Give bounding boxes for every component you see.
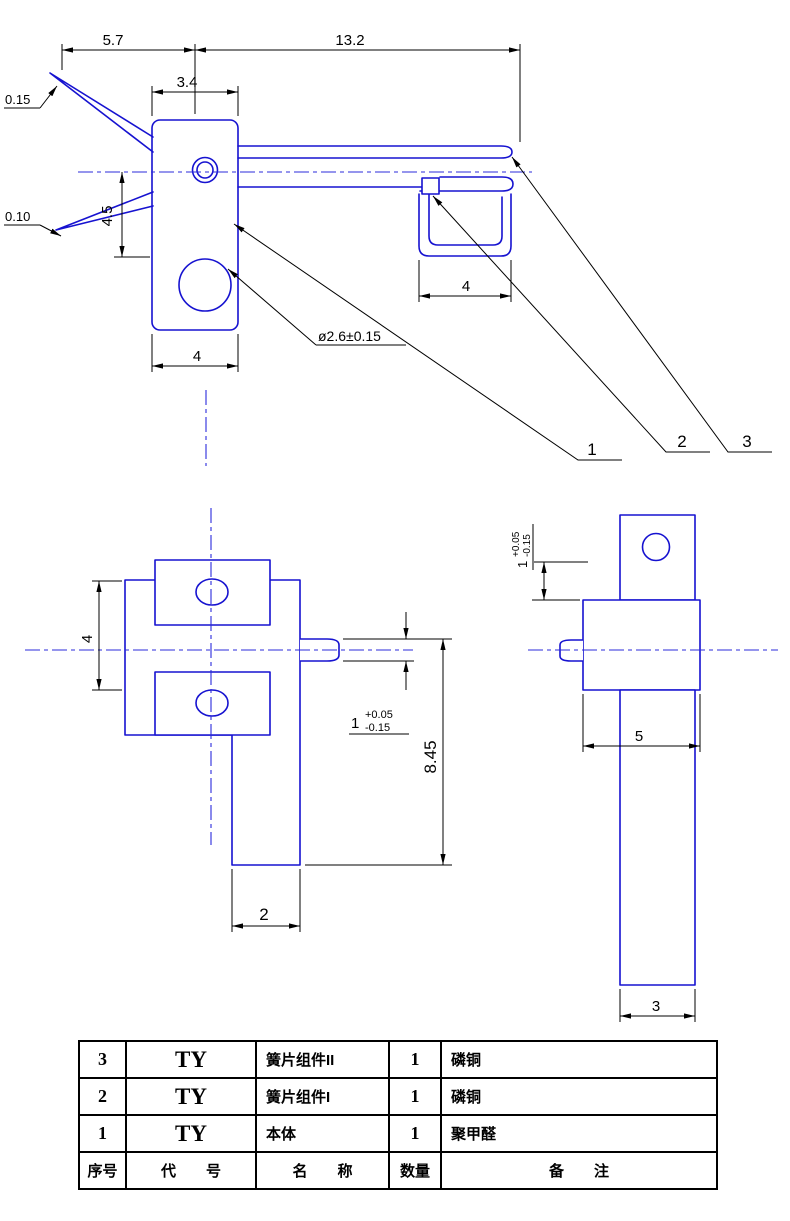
dim-diameter-label: ø2.6±0.15 (318, 328, 381, 344)
header-code: 代 号 (125, 1151, 257, 1190)
tol-plus-label: +0.05 (365, 709, 393, 721)
front-view: 4 8.45 1 +0.05 -0.15 2 (25, 508, 452, 932)
dim-0-10-label: 0.10 (5, 209, 30, 224)
dim-5-7-label: 5.7 (103, 32, 124, 49)
dim-3-4: 3.4 (151, 74, 239, 116)
table-row-1: 1 TY 本体 1 聚甲醛 (78, 1114, 718, 1153)
table-row-2: 2 TY 簧片组件I 1 磷铜 (78, 1077, 718, 1116)
side-middle-block (582, 599, 701, 691)
callout-3-label: 3 (742, 432, 751, 451)
table-header-row: 序号 代 号 名 称 数量 备 注 (78, 1151, 718, 1190)
row-1-remark: 聚甲醛 (440, 1114, 718, 1153)
row-3-qty: 1 (388, 1040, 442, 1079)
side-top-tab (619, 514, 696, 601)
dim-thickness-tolerance: 1 +0.05 -0.15 (343, 612, 414, 735)
front-protrusion (300, 638, 340, 662)
thickness-0-15: 0.15 (4, 85, 58, 109)
header-qty: 数量 (388, 1151, 442, 1190)
dim-diameter: ø2.6±0.15 (227, 268, 406, 346)
side-view: 1 +0.05 -0.15 5 3 (511, 514, 778, 1022)
dim-4-body: 4 (151, 334, 239, 372)
top-view: 5.7 13.2 3.4 0.15 0.10 4.5 (4, 32, 772, 466)
dim-2: 2 (231, 869, 301, 932)
dim-0-15-label: 0.15 (5, 92, 30, 107)
side-tol-minus-label: -0.15 (522, 534, 533, 557)
row-2-name: 簧片组件I (255, 1077, 390, 1116)
row-1-name: 本体 (255, 1114, 390, 1153)
row-3-remark: 磷铜 (440, 1040, 718, 1079)
callout-leader-1 (233, 223, 622, 461)
dim-4-front-label: 4 (79, 635, 96, 643)
dim-1-tolerance-side: 1 +0.05 -0.15 (511, 524, 588, 601)
dim-4-hook: 4 (418, 260, 512, 302)
side-pin-hole (641, 532, 671, 562)
upper-contact-hole (195, 578, 229, 606)
part-callouts: 1 2 3 (233, 156, 772, 461)
row-3-code: TY (125, 1040, 257, 1079)
dim-5-side: 5 (582, 694, 701, 752)
row-1-code: TY (125, 1114, 257, 1153)
upper-contact-strip (237, 145, 513, 159)
tol-base-label: 1 (351, 715, 359, 732)
side-leg (619, 689, 696, 986)
dim-8-45: 8.45 (305, 638, 452, 866)
lower-contact-slot (154, 671, 271, 736)
dim-4-5: 4.5 (99, 172, 150, 258)
dim-5-label: 5 (635, 728, 643, 745)
tol-minus-label: -0.15 (365, 722, 390, 734)
table-row-3: 3 TY 簧片组件II 1 磷铜 (78, 1040, 718, 1079)
side-tol-base-label: 1 (515, 561, 530, 568)
callout-1-label: 1 (587, 440, 596, 459)
callout-leader-2 (432, 195, 710, 453)
pin-hole-outer (191, 156, 219, 184)
row-1-no: 1 (78, 1114, 127, 1153)
lower-contact-hole (195, 689, 229, 717)
dim-13-2: 13.2 (195, 32, 521, 142)
dim-13-2-label: 13.2 (335, 32, 364, 49)
dim-4-front: 4 (79, 580, 122, 691)
side-tol-plus-label: +0.05 (511, 531, 522, 557)
row-2-no: 2 (78, 1077, 127, 1116)
dim-3-side: 3 (619, 989, 696, 1022)
dim-3-4-label: 3.4 (177, 74, 198, 91)
header-no: 序号 (78, 1151, 127, 1190)
upper-contact-slot (154, 559, 271, 626)
callout-leader-3 (511, 156, 772, 453)
body-outline (151, 119, 239, 331)
lower-contact-strip (237, 176, 514, 192)
dim-2-label: 2 (259, 905, 268, 924)
u-channel-outer (418, 193, 512, 257)
dim-4-body-label: 4 (193, 348, 201, 365)
row-2-remark: 磷铜 (440, 1077, 718, 1116)
contact-square (421, 177, 440, 195)
u-channel-inner (428, 193, 503, 246)
row-2-code: TY (125, 1077, 257, 1116)
bom-table: 3 TY 簧片组件II 1 磷铜 2 TY 簧片组件I 1 磷铜 1 TY 本体… (78, 1040, 718, 1190)
parts-table: 3 TY 簧片组件II 1 磷铜 2 TY 簧片组件I 1 磷铜 1 TY 本体… (78, 1040, 718, 1190)
header-name: 名 称 (255, 1151, 390, 1190)
pin-hole-inner (196, 161, 214, 179)
row-2-qty: 1 (388, 1077, 442, 1116)
header-remark: 备 注 (440, 1151, 718, 1190)
dim-8-45-label: 8.45 (421, 740, 440, 773)
row-3-no: 3 (78, 1040, 127, 1079)
dim-3-label: 3 (652, 998, 660, 1015)
thickness-0-10: 0.10 (4, 209, 62, 237)
row-3-name: 簧片组件II (255, 1040, 390, 1079)
dim-4-hook-label: 4 (462, 278, 470, 295)
dim-4-5-label: 4.5 (99, 206, 116, 227)
callout-2-label: 2 (677, 432, 686, 451)
row-1-qty: 1 (388, 1114, 442, 1153)
mounting-hole (178, 258, 232, 312)
dim-5-7: 5.7 (61, 32, 196, 114)
upper-spring-contact (49, 72, 154, 153)
